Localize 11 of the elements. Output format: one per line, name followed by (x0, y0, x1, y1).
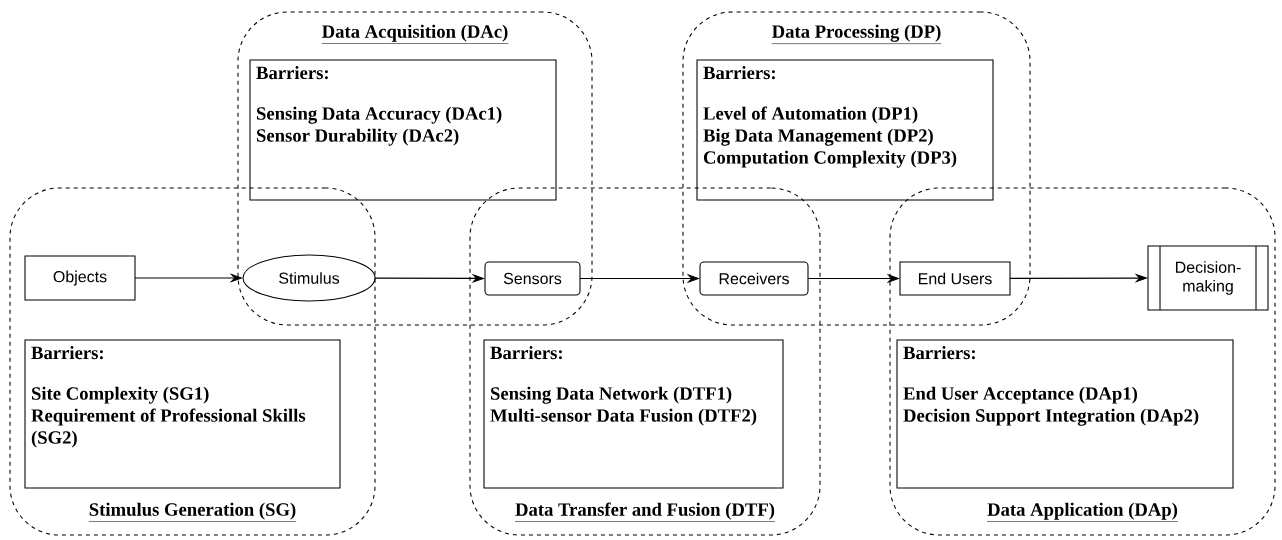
barrier-box: Barriers: Sensing Data Network (DTF1) Multi-sensor Data Fusion (DTF2) (483, 339, 784, 489)
rounded-box: Sensors (484, 261, 581, 296)
barrier-box: Barriers: Level of Automation (DP1) Big Data Management (DP2) Computation Complexity (DP3) (696, 59, 994, 201)
ellipse-node: Stimulus (242, 254, 376, 302)
subprocess-box: Decision-making (1147, 245, 1269, 311)
barrier-box: Barriers: End User Acceptance (DAp1) Decision Support Integration (DAp2) (896, 339, 1234, 489)
barrier-box: Barriers: Sensing Data Accuracy (DAc1) Sensor Durability (DAc2) (249, 59, 557, 201)
process-box: End Users (899, 261, 1011, 296)
barrier-box: Barriers: Site Complexity (SG1) Requirement of Professional Skills (SG2) (24, 339, 341, 489)
rounded-box: Receivers (699, 261, 809, 296)
process-box: Objects (24, 255, 136, 301)
